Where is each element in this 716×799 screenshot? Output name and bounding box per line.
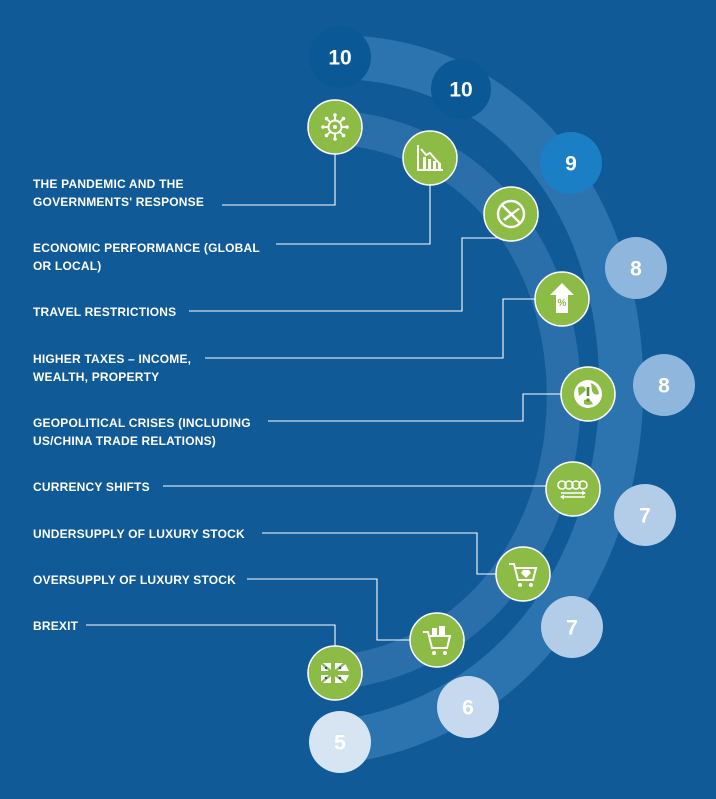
score-circle (614, 484, 676, 546)
score-value: 8 (658, 375, 670, 398)
score-circle (431, 59, 491, 119)
factor-label-pandemic: THE PANDEMIC AND THE GOVERNMENTS' RESPON… (33, 177, 205, 209)
factor-label-undersupply: UNDERSUPPLY OF LUXURY STOCK (33, 527, 245, 541)
score-value: 7 (566, 617, 578, 640)
score-value: 5 (334, 732, 346, 755)
factor-label-geopolitical-crises: GEOPOLITICAL CRISES (INCLUDING US/CHINA … (33, 416, 251, 448)
score-circle (540, 132, 602, 194)
score-value: 8 (630, 258, 642, 281)
globe-alert-icon (560, 366, 616, 422)
score-circle (309, 26, 371, 88)
chart-decline-icon (402, 130, 458, 186)
svg-text:%: % (558, 298, 567, 309)
connector-line (189, 237, 511, 312)
connector-line (247, 578, 437, 641)
score-circle (541, 596, 603, 658)
percent-arrow-icon: % (534, 271, 590, 327)
connector-line (276, 182, 431, 245)
connector-line (222, 151, 336, 206)
cart-full-icon (409, 612, 465, 668)
connector-line (262, 532, 523, 575)
connector-line (205, 298, 562, 359)
score-circle (309, 711, 371, 773)
score-value: 10 (328, 47, 351, 70)
score-circle (437, 676, 499, 738)
score-value: 6 (462, 697, 474, 720)
factor-label-economic-performance: ECONOMIC PERFORMANCE (GLOBAL OR LOCAL) (33, 241, 260, 273)
score-value: 9 (565, 153, 577, 176)
currency-exchange-icon (545, 461, 601, 517)
brexit-flag-icon (307, 645, 363, 701)
factor-label-brexit: BREXIT (33, 619, 79, 633)
connector-line (268, 393, 588, 422)
score-value: 7 (639, 505, 651, 528)
factor-label-currency-shifts: CURRENCY SHIFTS (33, 480, 150, 494)
score-circle (633, 354, 695, 416)
cart-diamond-icon (495, 546, 551, 602)
score-value: 10 (449, 79, 472, 102)
factor-label-higher-taxes: HIGHER TAXES – INCOME, WEALTH, PROPERTY (33, 352, 192, 384)
factor-label-oversupply: OVERSUPPLY OF LUXURY STOCK (33, 573, 237, 587)
factor-label-travel-restrictions: TRAVEL RESTRICTIONS (33, 305, 177, 319)
no-plane-icon (483, 186, 539, 242)
virus-icon (307, 99, 363, 155)
score-circle (605, 237, 667, 299)
